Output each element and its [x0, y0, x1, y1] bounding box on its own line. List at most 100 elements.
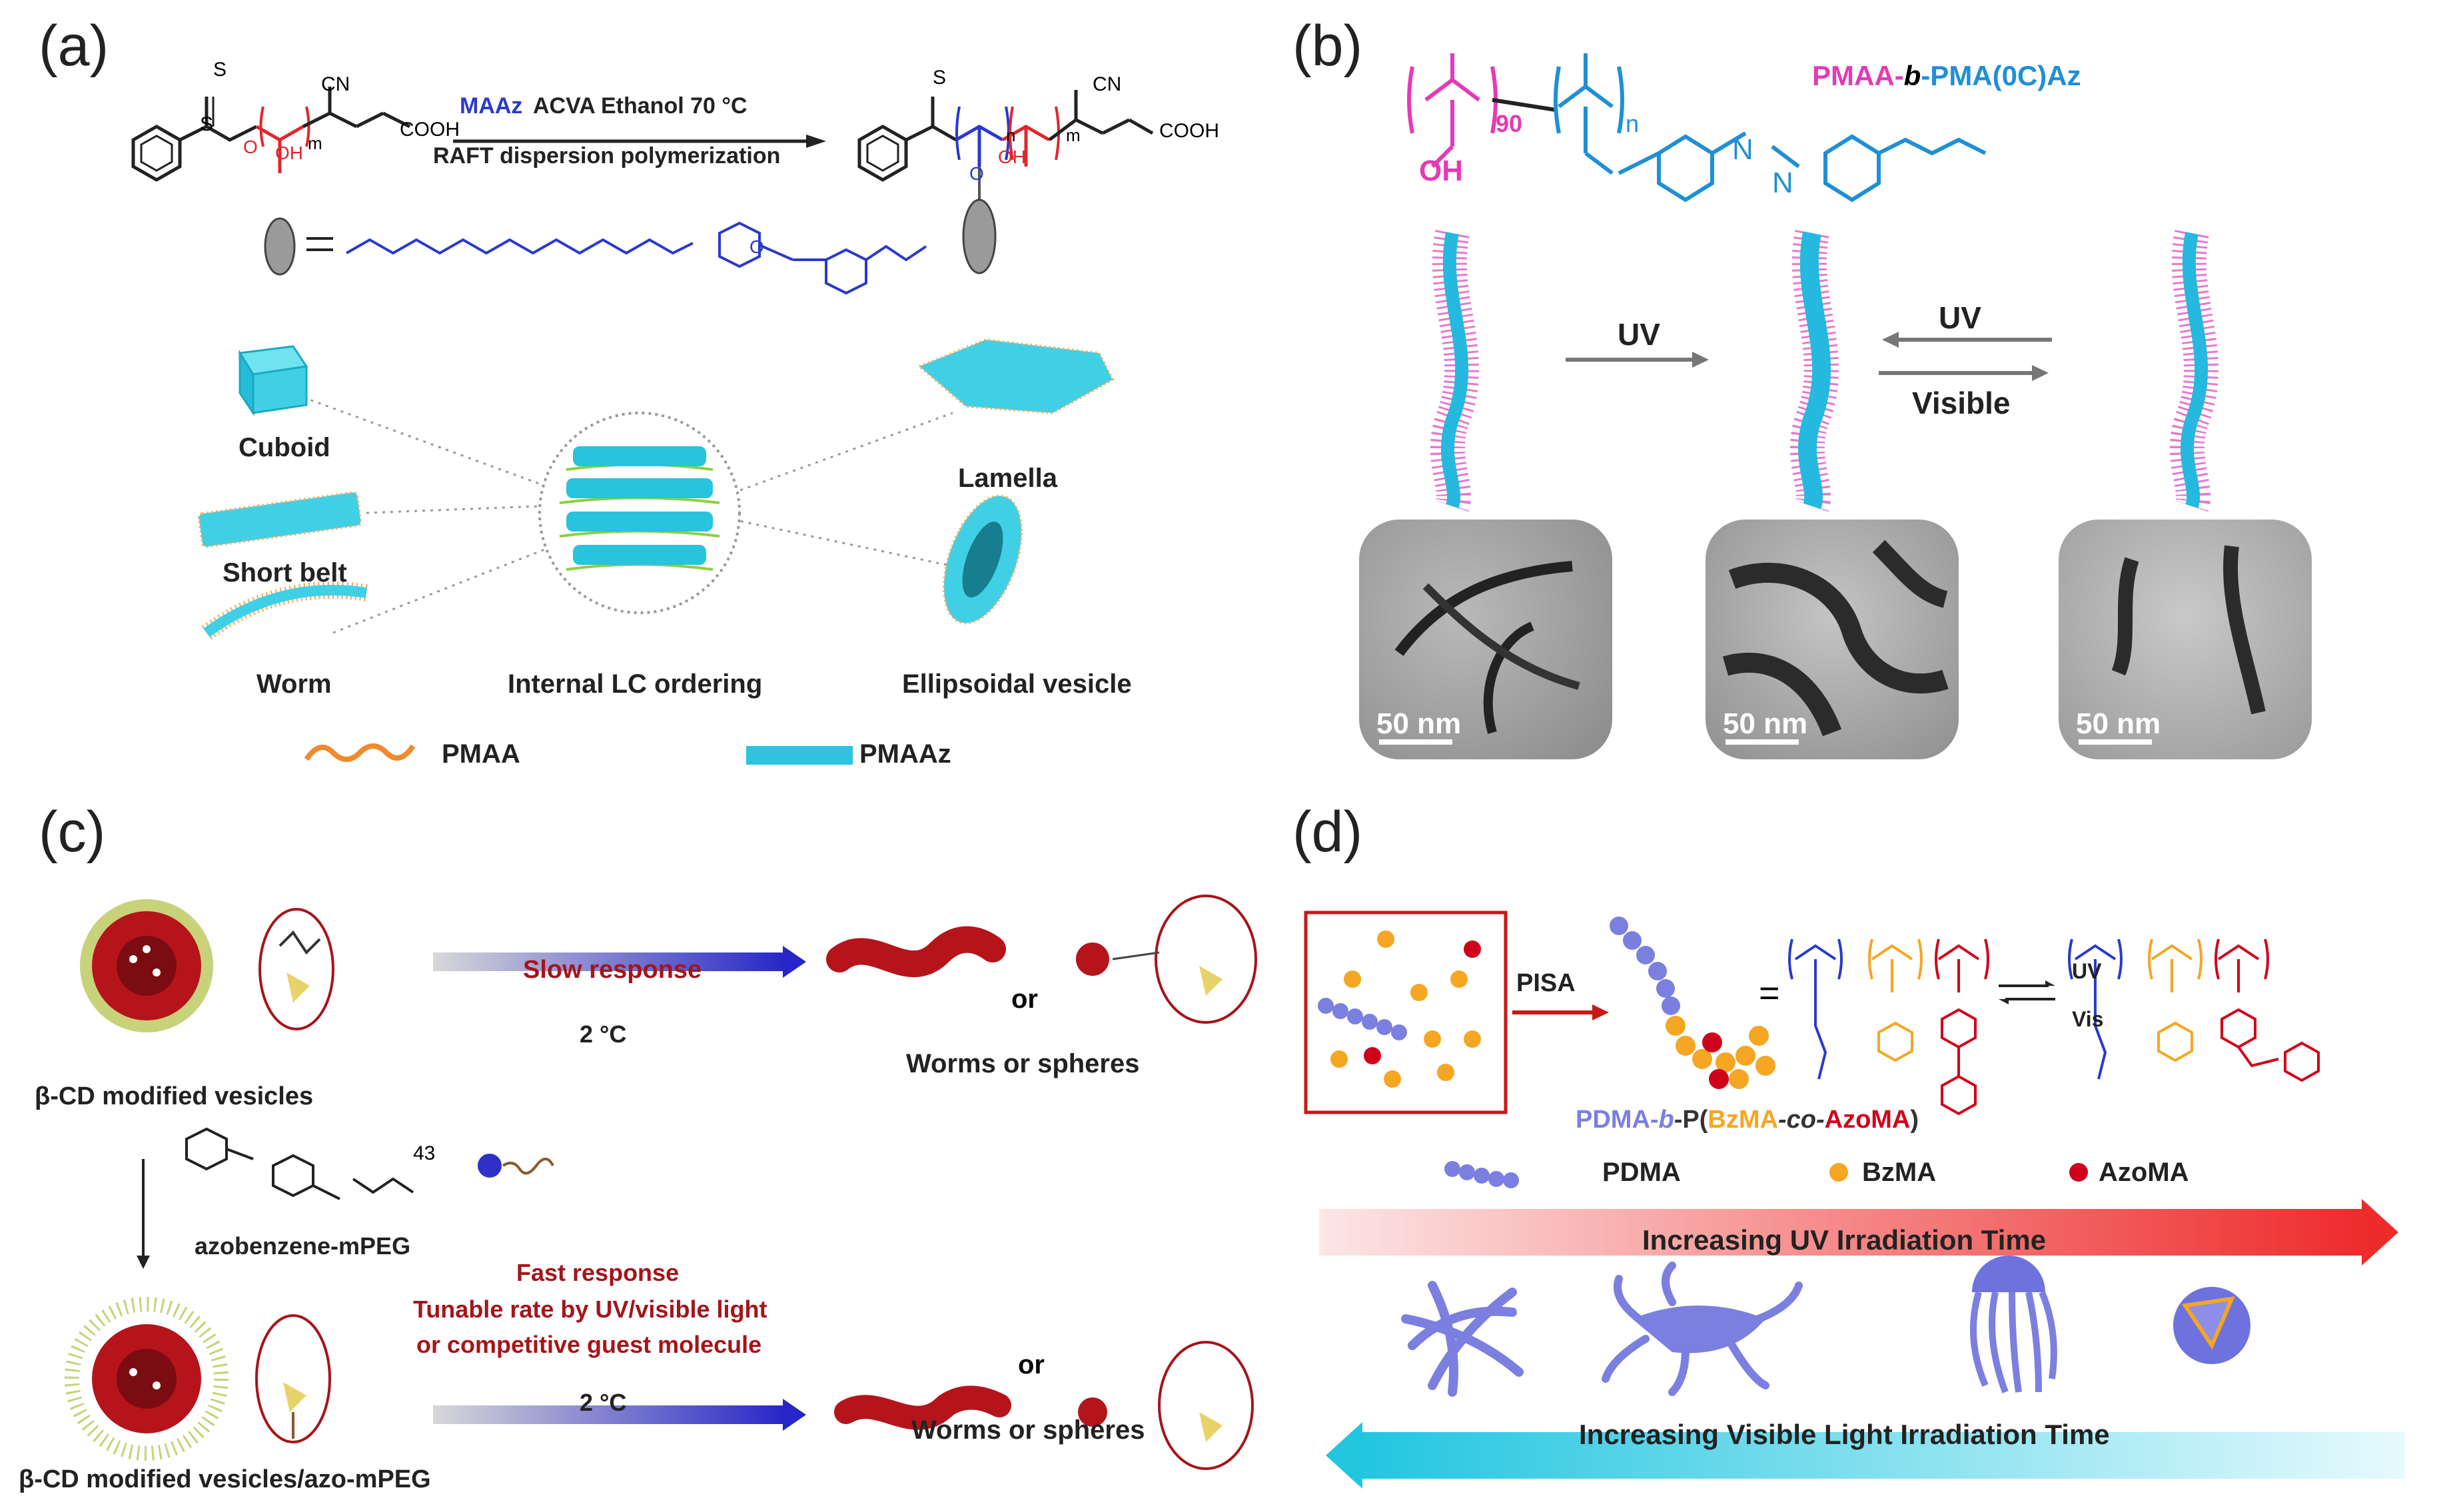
scheme-s-left: S [213, 59, 227, 81]
b-uv-1: UV [1618, 317, 1660, 352]
tem-scale-2: 50 nm [1723, 707, 1808, 740]
reagent-maaz: MAAz [460, 93, 523, 119]
c-azo-label: azobenzene-mPEG [195, 1232, 411, 1260]
panel-label-c: (c) [39, 800, 106, 864]
vis-gradient-bar [1359, 1432, 2405, 1479]
scheme-cooh-left: COOH [400, 119, 460, 141]
d-worms-icon [1401, 1281, 1524, 1397]
b-n-eq2: N [1772, 167, 1793, 199]
brush-worms [1430, 229, 2219, 512]
b-sub-90: 90 [1496, 110, 1523, 137]
label-worm: Worm [256, 669, 332, 699]
c-vesicle-1-label: β-CD modified vesicles [35, 1082, 314, 1110]
scheme-cn-right: CN [1093, 73, 1122, 95]
c-sub-43: 43 [413, 1142, 436, 1164]
b-title-pmaa: PMAA- [1812, 60, 1904, 91]
c-slow-response: Slow response [523, 956, 702, 984]
d-polymer-name: PDMA-b-P(BzMA-co-AzoMA) [1576, 1106, 1919, 1134]
b-sub-n: n [1626, 110, 1640, 137]
c-worms-2: Worms or spheres [911, 1415, 1145, 1445]
c-temp-2: 2 °C [580, 1389, 627, 1416]
d-vis-arrow-label: Increasing Visible Light Irradiation Tim… [1579, 1419, 2110, 1450]
d-legend-pdma: PDMA [1602, 1158, 1681, 1187]
polymer-structure-b [1407, 53, 1987, 202]
d-bzma-part: BzMA [1708, 1106, 1778, 1134]
worm-brush-1 [1430, 229, 1480, 512]
scheme-m-right: m [1066, 125, 1081, 145]
reagents-conditions: ACVA Ethanol 70 °C [533, 93, 747, 119]
d-pisa: PISA [1516, 969, 1576, 997]
d-equals: = [1759, 973, 1780, 1013]
c-temp-1: 2 °C [580, 1020, 627, 1048]
c-vesicle-2-label: β-CD modified vesicles/azo-mPEG [19, 1465, 431, 1493]
raft-method-label: RAFT dispersion polymerization [433, 143, 781, 169]
vesicle-1 [80, 899, 213, 1032]
tem-scale-1: 50 nm [1376, 707, 1462, 740]
pmaaz-legend-icon [746, 746, 853, 765]
short-belt-shape [197, 491, 362, 548]
label-lamella: Lamella [958, 464, 1057, 493]
b-polymer-title: PMAA-b-PMA(0C)Az [1812, 60, 2081, 92]
vesicle-2 [65, 1297, 229, 1461]
d-co-part: -co- [1777, 1106, 1825, 1134]
tem-scalebar-3 [2079, 739, 2152, 745]
scheme-cooh-right: COOH [1159, 120, 1219, 142]
scheme-s-right: S [933, 67, 947, 89]
d-p-part: -P( [1674, 1106, 1708, 1134]
cuboid-shape [238, 345, 308, 416]
b-visible: Visible [1912, 386, 2011, 420]
tem-scalebar-2 [1725, 739, 1799, 745]
scheme-cn-left: CN [321, 73, 350, 95]
label-short-belt: Short belt [223, 558, 347, 587]
label-internal-lc: Internal LC ordering [508, 669, 763, 699]
panel-label-d: (d) [1292, 800, 1363, 864]
scheme-oh-left: OH [275, 143, 303, 163]
scheme-m-left: m [308, 133, 322, 153]
tem-scale-3: 50 nm [2076, 707, 2161, 740]
scheme-n-right: n [1006, 125, 1016, 145]
c-or-2: or [1018, 1350, 1045, 1379]
legend-pmaaz: PMAAz [859, 739, 951, 769]
scheme-o-chain: O [749, 236, 764, 257]
worm-brush-2 [1790, 229, 1839, 512]
c-fast-line2: Tunable rate by UV/visible light [413, 1296, 767, 1323]
legend-pmaa: PMAA [442, 739, 520, 769]
d-azoma-part: AzoMA [1824, 1106, 1911, 1134]
d-legend-azoma: AzoMA [2099, 1158, 2189, 1187]
d-octopus-icon [1602, 1262, 1803, 1396]
b-title-rest: -PMA(0C)Az [1921, 60, 2081, 91]
tem-image-2: 50 nm [1706, 520, 1959, 759]
worm-brush-3 [2170, 229, 2219, 512]
scheme-oh-right: OH [998, 147, 1026, 167]
c-worms-1: Worms or spheres [906, 1049, 1140, 1078]
d-uv-arrow-label: Increasing UV Irradiation Time [1642, 1224, 2047, 1256]
b-title-b: b [1903, 60, 1921, 91]
tem-image-3: 50 nm [2059, 520, 2312, 759]
b-n-eq: N [1732, 133, 1753, 166]
panel-c-diagram [65, 895, 1257, 1470]
d-vis: Vis [2072, 1007, 2104, 1031]
d-b-part: b [1658, 1106, 1674, 1134]
panel-label-b: (b) [1292, 14, 1363, 78]
panel-d-diagram [1304, 911, 2405, 1489]
scheme-o-right: O [969, 163, 984, 184]
d-pdma-part: PDMA- [1576, 1106, 1659, 1134]
c-or-1: or [1011, 984, 1038, 1014]
d-jellyfish-icon [1970, 1256, 2057, 1393]
tem-scalebar-1 [1379, 739, 1452, 745]
raft-reaction-scheme [131, 87, 1154, 295]
pmaa-legend-icon [304, 743, 416, 762]
c-fast-line1: Fast response [516, 1259, 680, 1286]
d-uv: UV [2072, 959, 2102, 983]
label-cuboid: Cuboid [239, 433, 330, 462]
d-close-part: ) [1910, 1106, 1919, 1134]
d-vesicle-icon [2173, 1287, 2250, 1364]
scheme-s-bridge: S [200, 113, 214, 135]
scheme-o-left: O [243, 137, 258, 157]
c-fast-line3: or competitive guest molecule [416, 1331, 762, 1358]
label-ellipsoidal-vesicle: Ellipsoidal vesicle [902, 669, 1132, 699]
uv-gradient-bar [1319, 1209, 2365, 1256]
b-uv-2: UV [1939, 300, 1981, 335]
panel-label-a: (a) [39, 14, 109, 78]
lamella-shape [917, 338, 1115, 415]
